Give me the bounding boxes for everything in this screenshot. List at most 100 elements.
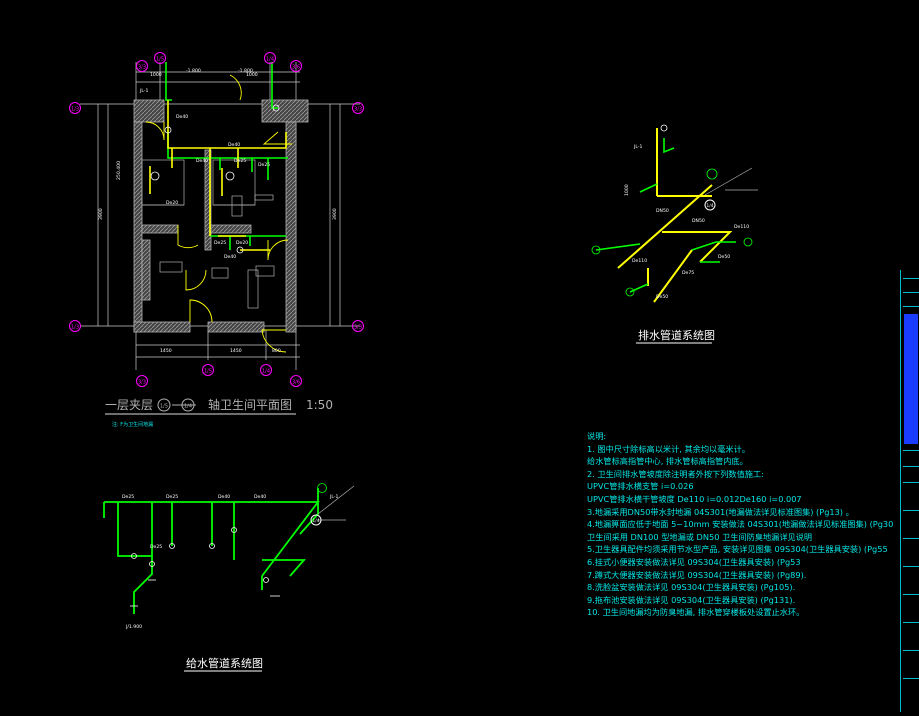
toilet-floor-plan: 3/3 1/5 1/4 3/6 3/3 1/5	[69, 52, 364, 428]
axis-bubble: 1/5	[202, 364, 214, 376]
svg-text:1/4: 1/4	[262, 369, 270, 375]
drainage-axis-lines	[704, 167, 758, 196]
axis-bubble: 3/3	[352, 102, 364, 114]
plan-title-axis-a: 1/5	[160, 404, 168, 410]
drainage-system-diagram: 1/4 JL-1 1000 DN50 DN50 De110 De110 De75…	[591, 124, 758, 344]
note-line: 7.蹲式大便器安装做法详见 09S304(卫生器具安装) (Pg89).	[587, 569, 807, 580]
svg-text:1/5: 1/5	[204, 369, 212, 375]
pipe-size-label: De40	[218, 494, 230, 500]
pipe-size-label: De40	[254, 494, 266, 500]
dim-label: 800	[272, 348, 281, 354]
svg-text:1/4: 1/4	[266, 57, 274, 63]
pipe-size-label: De40	[196, 158, 208, 164]
note-line: UPVC管排水横支管 i=0.026	[587, 481, 694, 492]
note-line: 10. 卫生间地漏均为防臭地漏, 排水管穿楼板处设置止水环。	[587, 607, 805, 618]
pipe-size-label: De25	[234, 158, 246, 164]
pipe-size-label: De20	[236, 240, 248, 246]
pipe-tag: JL-1	[633, 144, 642, 150]
pipe-tag: JL-1	[139, 88, 148, 94]
supply-title: 给水管道系统图	[184, 656, 263, 672]
dim-label: 1450	[160, 348, 172, 354]
plan-title-suffix: 轴卫生间平面图	[208, 397, 292, 412]
water-supply-system-diagram: 1/4 De25 De25 De40 De40 JL-1 De25 J/1.90…	[103, 483, 355, 672]
title-block-highlight	[904, 314, 918, 444]
dim-label: 3900	[332, 208, 338, 220]
dim-label: 3900	[98, 208, 104, 220]
dim-label: 1000	[150, 72, 162, 78]
note-line: 1. 图中尺寸除标高以米计, 其余均以毫米计。	[587, 443, 750, 454]
design-notes: 说明: 1. 图中尺寸除标高以米计, 其余均以毫米计。 给水管标高指管中心, 排…	[587, 430, 893, 619]
axis-bubble: 3/3	[352, 320, 364, 332]
drainage-axis-bubble: 1/4	[704, 199, 716, 211]
axis-bubble: 1/3	[69, 320, 81, 332]
plan-title: 一层夹层 1/5 1/4 轴卫生间平面图 1:50 注: F为卫生间地漏	[105, 397, 333, 428]
note-line: 6.挂式小便器安装做法详见 09S304(卫生器具安装) (Pg53	[587, 556, 801, 567]
drainage-title-text: 排水管道系统图	[638, 328, 715, 342]
note-line: 给水管标高指管中心, 排水管标高指管内底。	[587, 456, 748, 467]
axis-bubble: 3/3	[136, 60, 148, 72]
pipe-size-label: De40	[176, 114, 188, 120]
plan-title-axis-b: 1/4	[184, 404, 192, 410]
svg-text:1/5: 1/5	[156, 57, 164, 63]
supply-fittings	[130, 483, 327, 607]
plan-walls	[133, 99, 309, 333]
pipe-size-label: De40	[228, 142, 240, 148]
drawing-title-block	[900, 270, 919, 712]
pipe-size-label: De25	[122, 494, 134, 500]
pipe-size-label: De40	[224, 254, 236, 260]
svg-text:1/3: 1/3	[71, 325, 79, 331]
supply-pipes	[103, 488, 320, 614]
svg-text:1/4: 1/4	[312, 518, 319, 524]
svg-text:3/6: 3/6	[292, 380, 300, 386]
pipe-size-label: De25	[258, 162, 270, 168]
plan-drain-pipes	[149, 100, 287, 251]
axis-bubble: 3/3	[136, 375, 148, 387]
drainage-title: 排水管道系统图	[636, 328, 715, 344]
dim-label: 1000	[624, 184, 630, 196]
axis-bubble: 3/6	[290, 375, 302, 387]
dim-label: 1000	[246, 72, 258, 78]
plan-note: 注: F为卫生间地漏	[112, 421, 153, 428]
svg-text:3/3: 3/3	[354, 325, 362, 331]
svg-text:3/3: 3/3	[138, 65, 146, 71]
plan-axis-bubbles: 3/3 1/5 1/4 3/6 3/3 1/5	[69, 52, 364, 387]
drainage-labels: JL-1 1000 DN50 DN50 De110 De110 De75 De5…	[624, 144, 749, 300]
plan-title-scale: 1:50	[306, 398, 333, 412]
notes-heading: 说明:	[587, 431, 607, 441]
plan-labels: 1000 1000 -1.800 -1.800 JL-1 250.400 390…	[98, 68, 338, 354]
pipe-size-label: De20	[166, 200, 178, 206]
pipe-size-label: DN50	[692, 218, 705, 224]
note-line: 5.卫生器具配件均须采用节水型产品, 安装详见图集 09S304(卫生器具安装)…	[587, 544, 888, 555]
pipe-size-label: De75	[682, 270, 694, 276]
pipe-size-label: De110	[632, 258, 647, 264]
axis-bubble: 1/5	[154, 52, 166, 64]
note-line: UPVC管排水横干管坡度 De110 i=0.012De160 i=0.007	[587, 493, 802, 504]
axis-bubble: 1/4	[264, 52, 276, 64]
pipe-size-label: De25	[214, 240, 226, 246]
note-line: 9.拖布池安装做法详见 09S304(卫生器具安装) (Pg131).	[587, 594, 796, 605]
note-line: 2. 卫生间排水管坡度除注明者外按下列数值施工:	[587, 468, 764, 479]
pipe-size-label: DN50	[656, 208, 669, 214]
drainage-nodes	[591, 124, 753, 297]
note-line: 8.洗脸盆安装做法详见 09S304(卫生器具安装) (Pg105).	[587, 582, 796, 593]
supply-title-text: 给水管道系统图	[186, 656, 263, 670]
svg-text:1/3: 1/3	[71, 107, 79, 113]
pipe-size-label: De50	[718, 254, 730, 260]
pipe-size-label: De50	[656, 294, 668, 300]
supply-axis-bubble: 1/4	[310, 514, 322, 526]
plan-fixtures	[141, 159, 275, 309]
pipe-size-label: De110	[734, 224, 749, 230]
plan-doors	[145, 74, 292, 353]
note-line: 卫生间采用 DN100 型地漏或 DN50 卫生间防臭地漏详见说明	[587, 531, 813, 542]
drainage-pipes	[617, 128, 733, 303]
dim-label: 1450	[230, 348, 242, 354]
axis-bubble: 3/6	[290, 60, 302, 72]
svg-text:1/4: 1/4	[706, 203, 713, 209]
level-label: -1.800	[186, 68, 201, 74]
level-label: -1.800	[238, 68, 253, 74]
svg-text:3/3: 3/3	[354, 107, 362, 113]
supply-labels: De25 De25 De40 De40 JL-1 De25 J/1.900	[122, 494, 338, 630]
dim-label: 250.400	[116, 161, 122, 180]
